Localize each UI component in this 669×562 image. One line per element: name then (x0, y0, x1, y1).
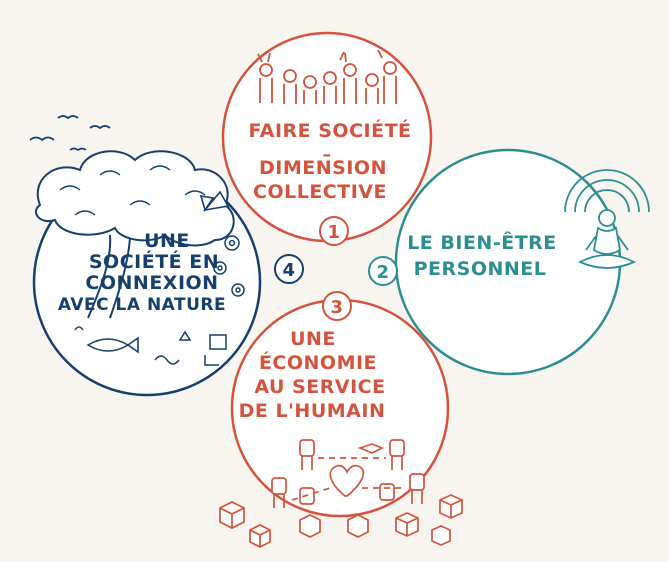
badge-2-number: 2 (376, 262, 389, 283)
circle-society-collective: FAIRE SOCIÉTÉ – DIMENSION COLLECTIVE (221, 31, 433, 243)
circle-4-line-3: CONNEXION (85, 272, 218, 294)
people-crowd-icon (257, 49, 397, 104)
badge-4: 4 (274, 254, 304, 284)
circle-4-line-2: SOCIÉTÉ EN (89, 250, 219, 273)
circle-1-line-4: COLLECTIVE (253, 181, 387, 203)
circle-2-line-2: PERSONNEL (414, 258, 547, 280)
circle-3-line-3: AU SERVICE (254, 376, 385, 398)
circle-human-economy: UNE ÉCONOMIE AU SERVICE DE L'HUMAIN (219, 298, 463, 548)
circle-3-line-4: DE L'HUMAIN (239, 400, 386, 422)
circle-3-line-1: UNE (290, 328, 336, 350)
circle-1-line-2: – (323, 145, 332, 165)
circle-4-line-1: UNE (144, 230, 190, 252)
badge-3: 3 (322, 291, 352, 321)
badge-3-number: 3 (330, 297, 343, 318)
circle-1-line-1: FAIRE SOCIÉTÉ (248, 119, 411, 142)
circle-1-line-3: DIMENSION (259, 157, 387, 179)
badge-1-number: 1 (327, 222, 340, 243)
circle-2-line-1: LE BIEN-ÊTRE (407, 231, 557, 254)
badge-1: 1 (319, 216, 349, 246)
badge-2: 2 (368, 256, 398, 286)
circle-personal-wellbeing: LE BIEN-ÊTRE PERSONNEL (394, 148, 650, 376)
badge-4-number: 4 (282, 260, 295, 281)
circle-society-nature: UNE SOCIÉTÉ EN CONNEXION AVEC LA NATURE (29, 115, 262, 397)
meditating-person-icon (564, 169, 650, 269)
circle-4-line-4: AVEC LA NATURE (58, 295, 226, 315)
tree-and-nature-icon (29, 115, 245, 366)
circle-3-line-2: ÉCONOMIE (259, 351, 377, 374)
people-with-boxes-and-heart-icon (219, 439, 463, 548)
